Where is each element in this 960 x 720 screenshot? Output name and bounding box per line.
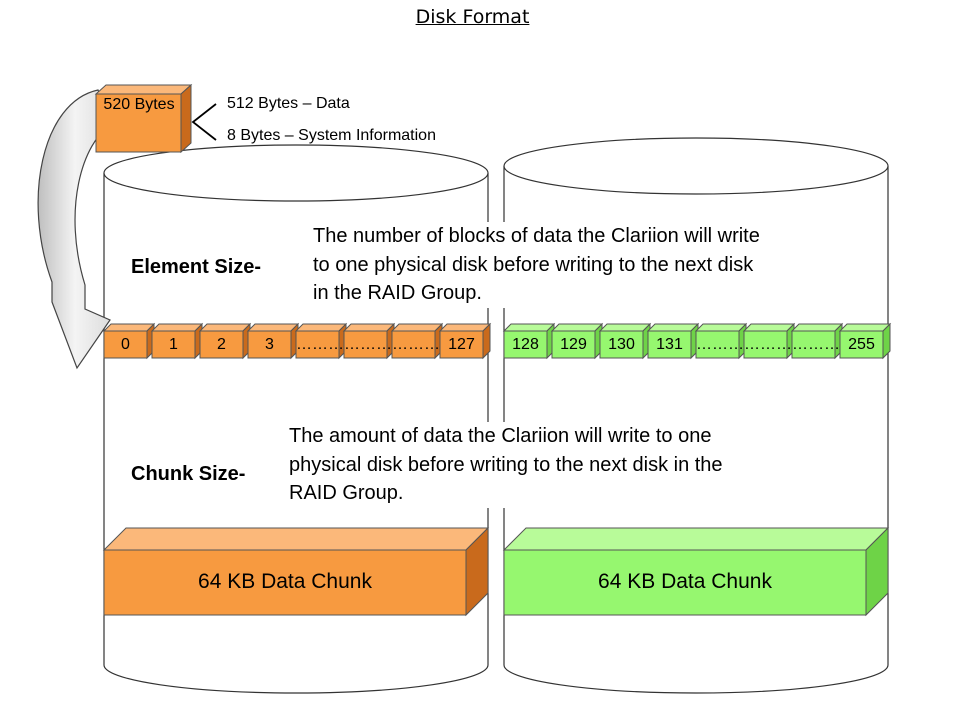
sector-data-part: 512 Bytes – Data (227, 95, 350, 113)
disk-2-block-top (840, 324, 890, 331)
disk-2-block-top (648, 324, 698, 331)
element-desc-line: to one physical disk before writing to t… (313, 251, 760, 280)
disk-1-chunk-label: 64 KB Data Chunk (104, 567, 466, 597)
disk-1-block-label: ……… (296, 334, 339, 356)
chunk-size-description: The amount of data the Clariion will wri… (285, 422, 727, 508)
disk-1-block-label: 127 (440, 334, 483, 356)
disk-2-block-top (504, 324, 554, 331)
disk-1-block-top (104, 324, 154, 331)
disk-2-block-top (792, 324, 842, 331)
disk-2-block-label: ……… (744, 334, 787, 356)
disk-1-block-label: ……… (392, 334, 435, 356)
disk-1-block-label: 2 (200, 334, 243, 356)
disk-1-block-top (392, 324, 442, 331)
disk-1-block-label: 0 (104, 334, 147, 356)
disk-1-block-top (152, 324, 202, 331)
chunk-size-label: Chunk Size- (131, 463, 245, 486)
sector-cube-side (181, 85, 191, 152)
disk-2-block-label: 130 (600, 334, 643, 356)
disk-2-block-top (552, 324, 602, 331)
disk-1-block-top (296, 324, 346, 331)
disk-2-block-top (600, 324, 650, 331)
element-desc-line: The number of blocks of data the Clariio… (313, 222, 760, 251)
chunk-desc-line: The amount of data the Clariion will wri… (289, 422, 723, 451)
disk-1-block-label: 1 (152, 334, 195, 356)
disk-1-block-top (248, 324, 298, 331)
disk-2-block-label: ……… (792, 334, 835, 356)
disk-2-block-top (744, 324, 794, 331)
chunk-desc-line: RAID Group. (289, 479, 723, 508)
sector-system-part: 8 Bytes – System Information (227, 127, 436, 145)
element-desc-line: in the RAID Group. (313, 279, 760, 308)
disk-2-block-label: ……… (696, 334, 739, 356)
disk-2-block-top (696, 324, 746, 331)
disk-2-block-label: 128 (504, 334, 547, 356)
sector-size-label: 520 Bytes (96, 94, 182, 115)
diagram-title: Disk Format (0, 6, 945, 28)
disk-1-block-top (440, 324, 490, 331)
chunk-desc-line: physical disk before writing to the next… (289, 451, 723, 480)
disk-2-block-label: 131 (648, 334, 691, 356)
sector-cube-top (96, 85, 191, 94)
disk-1-block-top (200, 324, 250, 331)
disk-2-chunk-label: 64 KB Data Chunk (504, 567, 866, 597)
disk-1-top (104, 145, 488, 201)
disk-1-block-top (344, 324, 394, 331)
element-size-description: The number of blocks of data the Clariio… (309, 222, 764, 308)
disk-1-block-label: ……… (344, 334, 387, 356)
disk-1-chunk-top (104, 528, 488, 550)
disk-1-block-label: 3 (248, 334, 291, 356)
disk-2-top (504, 138, 888, 194)
disk-2-chunk-top (504, 528, 888, 550)
element-size-label: Element Size- (131, 256, 261, 279)
disk-2-block-label: 255 (840, 334, 883, 356)
sector-bracket (193, 104, 216, 140)
disk-2-block-label: 129 (552, 334, 595, 356)
